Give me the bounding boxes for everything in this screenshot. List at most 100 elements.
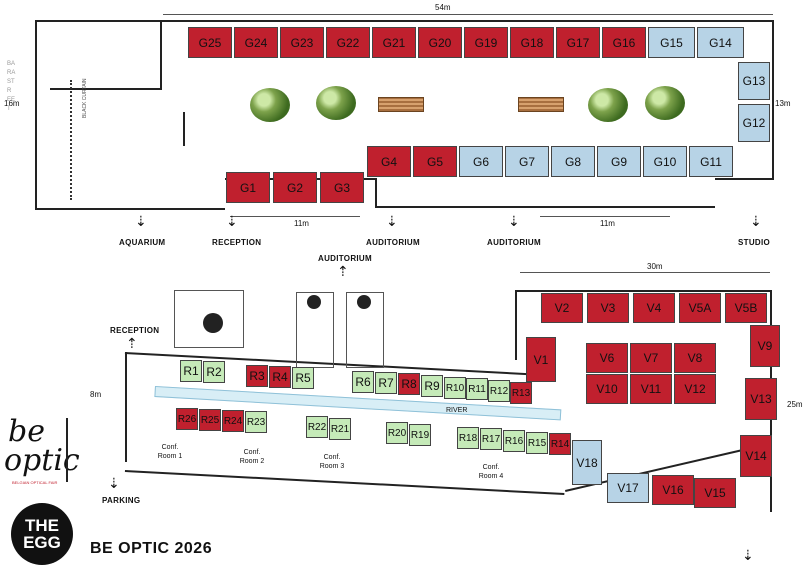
exit-auditorium-lower[interactable]: AUDITORIUM [318,254,372,263]
booth-g9[interactable]: G9 [597,146,641,177]
booth-g13[interactable]: G13 [738,62,770,100]
exit-auditorium-2[interactable]: AUDITORIUM [487,238,541,247]
booth-g24[interactable]: G24 [234,27,278,58]
booth-v8[interactable]: V8 [674,343,716,373]
booth-r22[interactable]: R22 [306,416,328,438]
conf-room-1: Conf. Room 1 [157,444,183,460]
booth-g18[interactable]: G18 [510,27,554,58]
booth-r19[interactable]: R19 [409,424,431,446]
exit-studio[interactable]: STUDIO [738,238,771,247]
dim-label-54m: 54m [435,3,451,12]
booth-r3[interactable]: R3 [246,365,268,387]
booth-r18[interactable]: R18 [457,427,479,449]
booth-v1[interactable]: V1 [526,337,556,382]
booth-v6[interactable]: V6 [586,343,628,373]
tree-icon [645,86,685,120]
booth-v5b[interactable]: V5B [725,293,767,323]
booth-r9[interactable]: R9 [421,375,443,397]
booth-r6[interactable]: R6 [352,371,374,393]
exit-reception[interactable]: RECEPTION [212,238,262,247]
booth-r4[interactable]: R4 [269,366,291,388]
booth-v15[interactable]: V15 [694,478,736,508]
booth-g6[interactable]: G6 [459,146,503,177]
arrow-down-icon: ⇣ [386,213,398,229]
booth-v2[interactable]: V2 [541,293,583,323]
booth-v16[interactable]: V16 [652,475,694,505]
booth-r26[interactable]: R26 [176,408,198,430]
wall-top [35,20,773,22]
wall [515,290,517,360]
booth-g10[interactable]: G10 [643,146,687,177]
booth-r17[interactable]: R17 [480,428,502,450]
booth-r14[interactable]: R14 [549,433,571,455]
booth-r1[interactable]: R1 [180,360,202,382]
booth-g21[interactable]: G21 [372,27,416,58]
booth-g11[interactable]: G11 [689,146,733,177]
dim-label-30m: 30m [647,262,663,271]
dim-label-13m: 13m [775,99,791,108]
booth-r20[interactable]: R20 [386,422,408,444]
booth-r23[interactable]: R23 [245,411,267,433]
booth-v7[interactable]: V7 [630,343,672,373]
booth-r7[interactable]: R7 [375,372,397,394]
booth-v9[interactable]: V9 [750,325,780,367]
booth-g1[interactable]: G1 [226,172,270,203]
booth-r12[interactable]: R12 [488,380,510,402]
exit-parking[interactable]: PARKING [102,496,141,505]
booth-v18[interactable]: V18 [572,440,602,485]
arrow-down-icon: ⇣ [108,475,120,491]
booth-r13[interactable]: R13 [510,382,532,404]
booth-g16[interactable]: G16 [602,27,646,58]
booth-v4[interactable]: V4 [633,293,675,323]
booth-r11[interactable]: R11 [466,378,488,400]
conf-room-2: Conf. Room 2 [239,449,265,465]
exit-reception-lower[interactable]: RECEPTION [110,326,160,335]
wall [125,352,127,462]
booth-g2[interactable]: G2 [273,172,317,203]
booth-g23[interactable]: G23 [280,27,324,58]
booth-v10[interactable]: V10 [586,374,628,404]
booth-g22[interactable]: G22 [326,27,370,58]
exit-auditorium-1[interactable]: AUDITORIUM [366,238,420,247]
booth-r21[interactable]: R21 [329,418,351,440]
booth-g8[interactable]: G8 [551,146,595,177]
booth-v12[interactable]: V12 [674,374,716,404]
wall-studio [715,178,773,180]
exit-aquarium[interactable]: AQUARIUM [119,238,166,247]
booth-r24[interactable]: R24 [222,410,244,432]
booth-r2[interactable]: R2 [203,361,225,383]
booth-v3[interactable]: V3 [587,293,629,323]
booth-g4[interactable]: G4 [367,146,411,177]
booth-r25[interactable]: R25 [199,409,221,431]
booth-r8[interactable]: R8 [398,373,420,395]
booth-v13[interactable]: V13 [745,378,777,420]
booth-v14[interactable]: V14 [740,435,772,477]
arrow-down-icon: ⇣ [226,213,238,229]
booth-g19[interactable]: G19 [464,27,508,58]
dim-line-11m-a [230,216,360,217]
booth-g5[interactable]: G5 [413,146,457,177]
arrow-down-icon: ⇣ [750,213,762,229]
bench-icon [378,97,424,112]
booth-v11[interactable]: V11 [630,374,672,404]
woman-icon [357,295,371,309]
booth-r10[interactable]: R10 [444,377,466,399]
egg-line2: EGG [23,533,61,552]
booth-g7[interactable]: G7 [505,146,549,177]
arrow-down-icon: ⇣ [135,213,147,229]
booth-g20[interactable]: G20 [418,27,462,58]
booth-v5a[interactable]: V5A [679,293,721,323]
dim-label-11m-b: 11m [600,219,615,228]
booth-g25[interactable]: G25 [188,27,232,58]
booth-r5[interactable]: R5 [292,367,314,389]
booth-r15[interactable]: R15 [526,432,548,454]
booth-g12[interactable]: G12 [738,104,770,142]
logo-be: be [8,414,45,449]
booth-r16[interactable]: R16 [503,430,525,452]
logo-optic: optic [4,443,80,478]
booth-g14[interactable]: G14 [697,27,744,58]
booth-g3[interactable]: G3 [320,172,364,203]
booth-g15[interactable]: G15 [648,27,695,58]
booth-g17[interactable]: G17 [556,27,600,58]
booth-v17[interactable]: V17 [607,473,649,503]
